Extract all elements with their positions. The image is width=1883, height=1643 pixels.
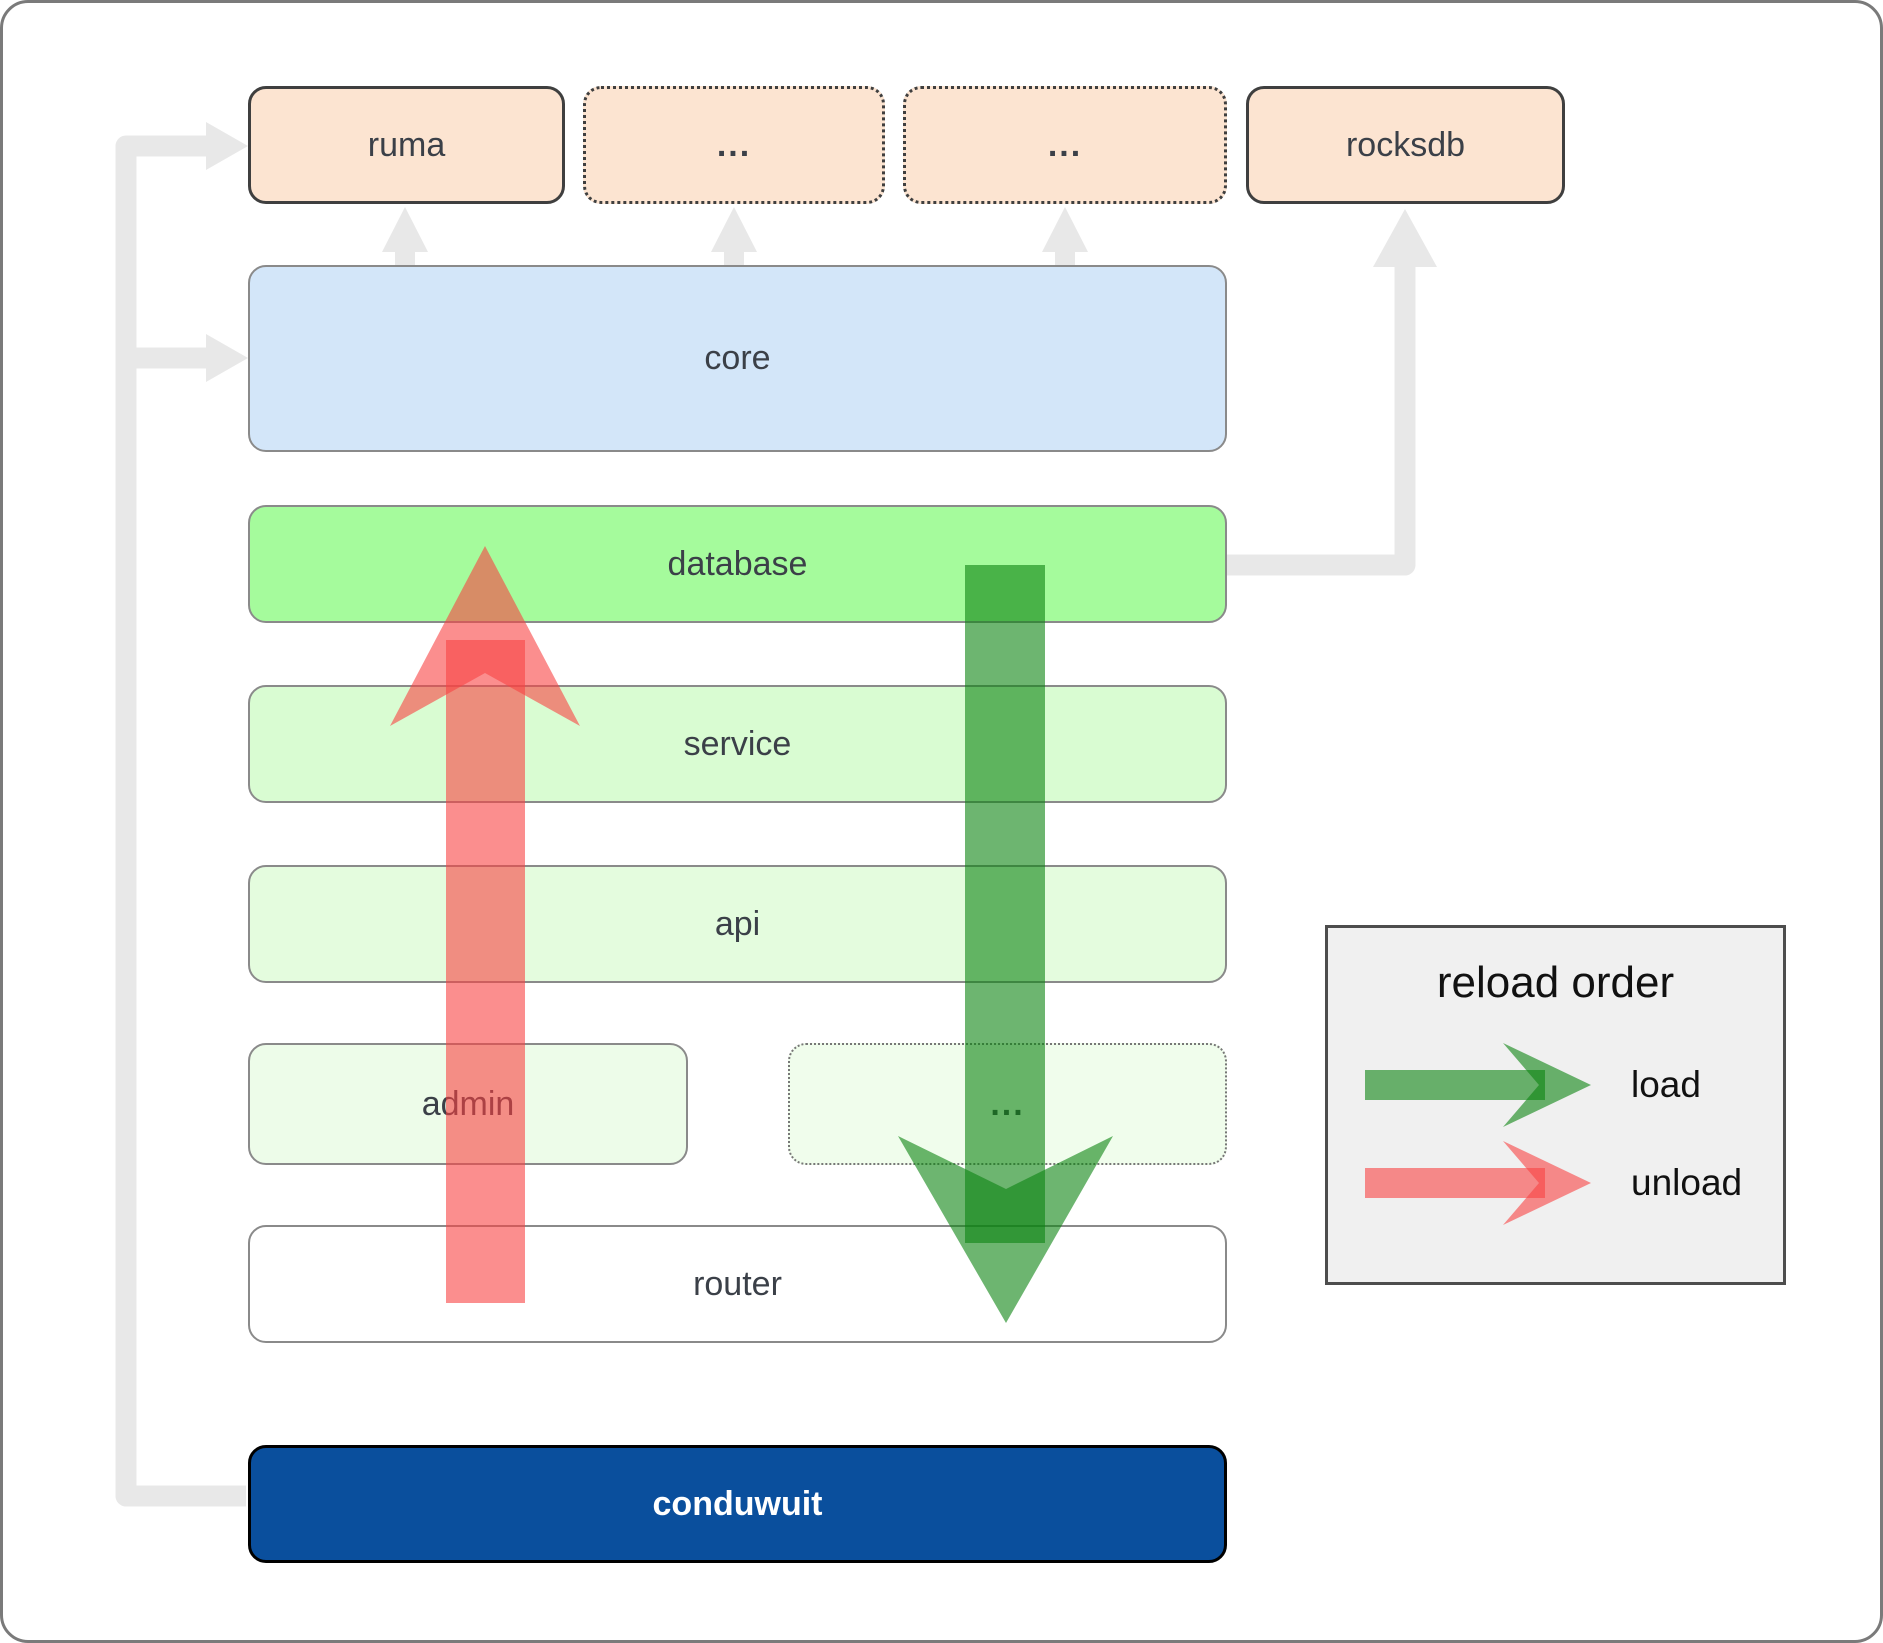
node-label-deps2: ... bbox=[1047, 125, 1083, 164]
node-router: router bbox=[248, 1225, 1227, 1343]
node-label-core: core bbox=[704, 339, 771, 377]
node-rocksdb: rocksdb bbox=[1246, 86, 1565, 204]
node-database: database bbox=[248, 505, 1227, 623]
connector-database-to-rocksdb bbox=[1227, 209, 1437, 576]
small-arrowhead bbox=[711, 207, 757, 252]
small-arrow-shaft bbox=[724, 249, 744, 266]
small-arrowhead bbox=[382, 207, 428, 252]
arrowhead-into-core bbox=[206, 334, 248, 382]
connector-layer bbox=[115, 122, 1437, 1507]
node-service: service bbox=[248, 685, 1227, 803]
connector-right-path bbox=[1227, 265, 1416, 576]
node-label-ruma: ruma bbox=[367, 125, 446, 164]
connector-conduwuit-to-ruma bbox=[115, 122, 248, 1507]
node-modules: ... bbox=[788, 1043, 1227, 1165]
node-label-api: api bbox=[714, 904, 761, 943]
small-arrow-shaft bbox=[395, 249, 415, 266]
connector-core-to-deps1 bbox=[711, 207, 757, 266]
node-label-database: database bbox=[667, 544, 808, 583]
legend-label-load: load bbox=[1631, 1064, 1701, 1105]
node-label-service: service bbox=[683, 724, 792, 763]
connector-core-to-deps2 bbox=[1042, 207, 1088, 266]
small-arrowhead bbox=[1042, 207, 1088, 252]
connector-trunk bbox=[115, 135, 246, 1507]
legend-title: reload order bbox=[1436, 958, 1675, 1007]
arrowhead-into-rocksdb bbox=[1373, 209, 1437, 267]
node-api: api bbox=[248, 865, 1227, 983]
node-core: core bbox=[248, 265, 1227, 452]
arrowhead-into-ruma bbox=[206, 122, 248, 170]
node-deps2: ... bbox=[903, 86, 1227, 204]
flow-arrow-layer bbox=[390, 546, 1591, 1323]
connector-core-to-ruma bbox=[382, 207, 428, 266]
node-admin: admin bbox=[248, 1043, 688, 1165]
node-label-admin: admin bbox=[421, 1084, 515, 1123]
node-label-rocksdb: rocksdb bbox=[1345, 125, 1466, 164]
node-label-modules: ... bbox=[990, 1084, 1025, 1123]
node-label-deps1: ... bbox=[716, 125, 752, 164]
connector-conduwuit-to-core bbox=[126, 334, 248, 382]
node-deps1: ... bbox=[583, 86, 885, 204]
legend-label-unload: unload bbox=[1631, 1162, 1743, 1203]
node-label-conduwuit: conduwuit bbox=[652, 1484, 823, 1523]
node-label-router: router bbox=[693, 1264, 782, 1303]
node-conduwuit: conduwuit bbox=[248, 1445, 1227, 1563]
legend-reload-order: reload order load unload bbox=[1325, 925, 1786, 1285]
node-ruma: ruma bbox=[248, 86, 565, 204]
small-arrow-shaft bbox=[1055, 249, 1075, 266]
